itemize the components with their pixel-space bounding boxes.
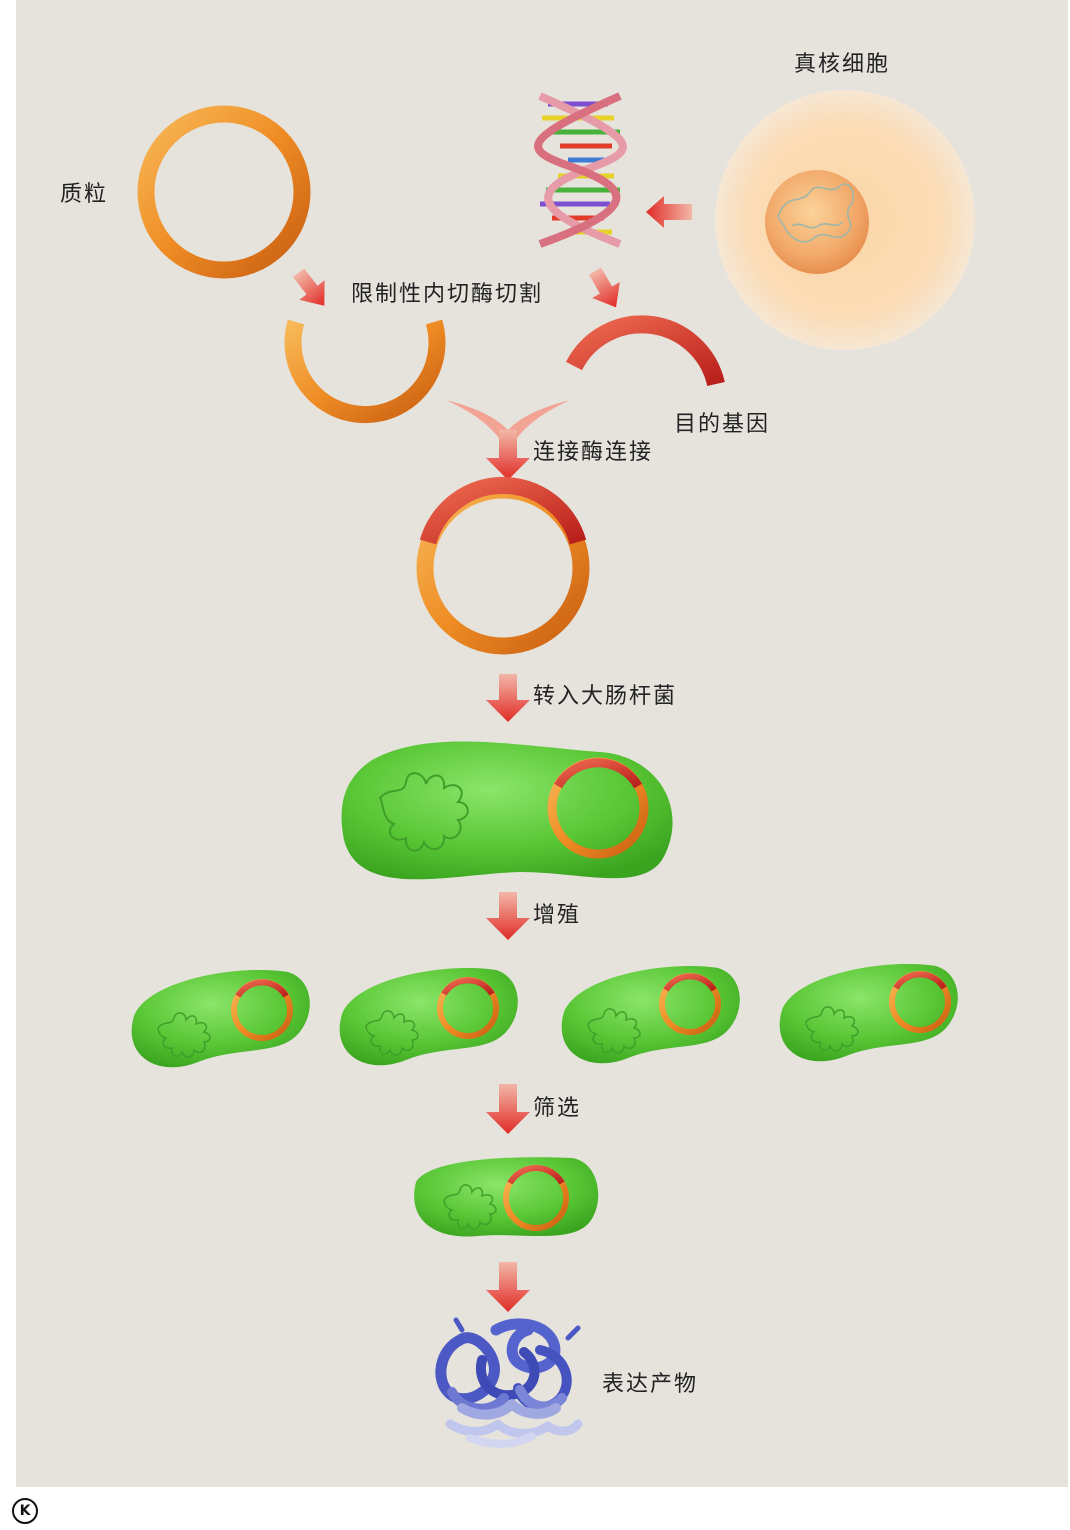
- label-product: 表达产物: [602, 1372, 699, 1397]
- arrow-cell-to-dna: [646, 196, 692, 228]
- arrow-dna-cut: [588, 267, 620, 308]
- protein-product-icon: [435, 1317, 583, 1448]
- label-plasmid: 质粒: [60, 182, 109, 207]
- arrow-plasmid-cut: [292, 268, 325, 306]
- chromatin: [777, 183, 855, 243]
- target-gene-fragment: [565, 315, 725, 387]
- label-screen: 筛选: [533, 1096, 582, 1121]
- arrow-proliferate: [486, 892, 530, 940]
- label-restriction-cut: 限制性内切酶切割: [351, 282, 544, 307]
- bacterium-plasmid-gene-large: [554, 758, 642, 789]
- label-eukaryotic-cell: 真核细胞: [794, 52, 891, 77]
- bacterium-large: [341, 741, 673, 880]
- dna-helix-icon: [534, 92, 627, 248]
- merge-chevron: [446, 400, 570, 452]
- arrow-ligation: [486, 430, 530, 480]
- nucleoid-large: [378, 772, 469, 852]
- bacterium-small-4: [779, 963, 958, 1062]
- bacterium-selected: [414, 1157, 599, 1237]
- arrow-screen: [486, 1084, 530, 1134]
- plasmid-ring: [137, 105, 311, 279]
- label-ligase: 连接酶连接: [533, 440, 654, 465]
- inserted-gene-segment: [419, 476, 587, 545]
- bacterium-small-3: [561, 965, 740, 1064]
- bacterium-small-2: [339, 967, 518, 1066]
- cell-nucleus: [765, 170, 869, 274]
- bacterium-small-1: [131, 969, 310, 1068]
- cut-plasmid: [284, 319, 446, 424]
- arrow-transform: [486, 674, 530, 722]
- corner-mark: K: [12, 1498, 38, 1524]
- arrow-express: [486, 1262, 530, 1312]
- label-transform: 转入大肠杆菌: [533, 684, 678, 709]
- label-target-gene: 目的基因: [674, 412, 771, 437]
- label-proliferate: 增殖: [533, 903, 582, 928]
